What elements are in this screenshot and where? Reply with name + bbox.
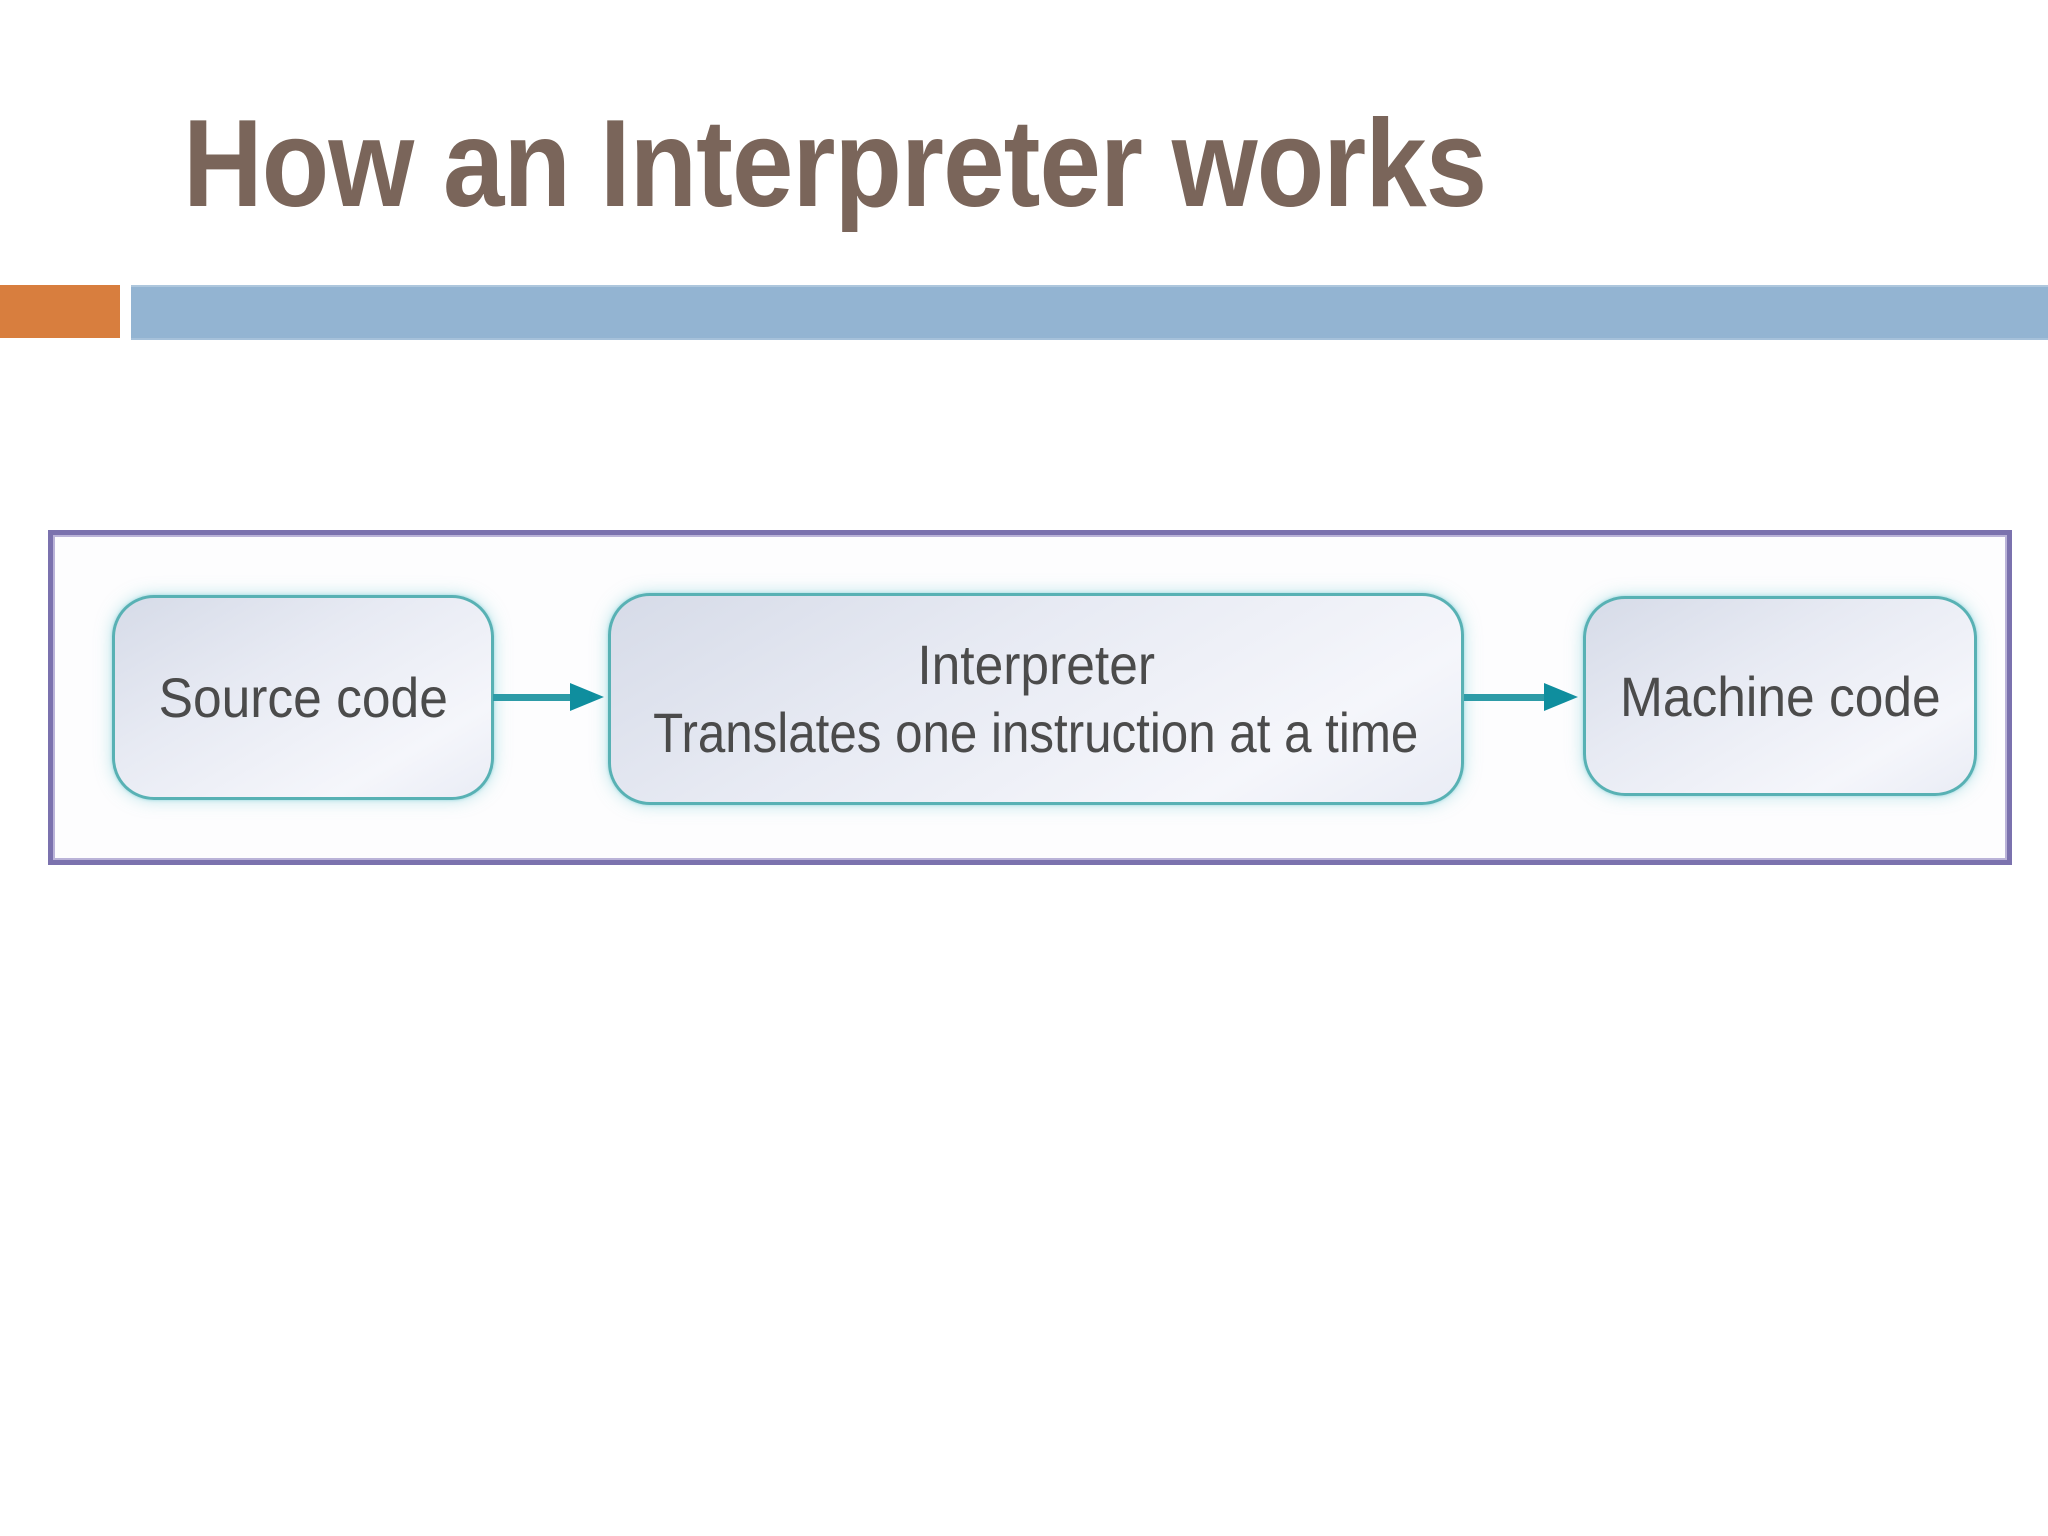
slide-title: How an Interpreter works: [183, 95, 1487, 233]
interpreter-sublabel: Translates one instruction at a time: [653, 701, 1419, 764]
accent-blue-bar: [131, 285, 2048, 340]
node-source-code: Source code: [112, 595, 494, 800]
source-code-label: Source code: [158, 666, 448, 729]
node-interpreter: Interpreter Translates one instruction a…: [608, 593, 1464, 805]
diagram-frame: Source code Interpreter Translates one i…: [48, 530, 2012, 865]
arrow-head-right-icon: [570, 683, 604, 711]
arrow-shaft: [1464, 693, 1544, 701]
node-machine-code: Machine code: [1583, 596, 1977, 796]
arrow-interpreter-to-machine-icon: [1464, 682, 1578, 712]
arrow-shaft: [493, 693, 570, 701]
accent-orange-block: [0, 285, 120, 338]
arrow-head-right-icon: [1544, 683, 1578, 711]
arrow-source-to-interpreter-icon: [493, 682, 604, 712]
machine-code-label: Machine code: [1619, 664, 1941, 728]
interpreter-label: Interpreter: [917, 633, 1155, 696]
